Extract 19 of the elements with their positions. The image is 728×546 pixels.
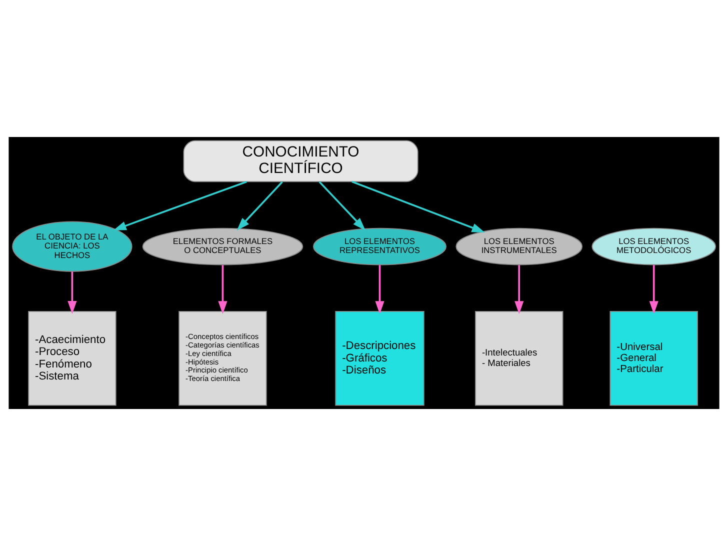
node-box: -Acaecimiento -Proceso -Fenómeno -Sistema	[28, 310, 116, 406]
arrow	[375, 265, 384, 314]
arrow	[218, 265, 228, 314]
node-box: -Conceptos científicos -Categorías científicas -Ley científica -Hipótesis -Principio científico -Teoría científica	[178, 310, 267, 406]
node-ellipse: LOS ELEMENTOS METODOLÓGICOS	[592, 228, 716, 266]
node-box: -Descripciones -Gráficos -Diseños	[335, 310, 424, 406]
arrow	[68, 272, 77, 314]
arrow	[514, 265, 524, 314]
node-ellipse: LOS ELEMENTOS INSTRUMENTALES	[456, 228, 583, 266]
arrow	[649, 265, 658, 314]
node-box: -Universal -General -Particular	[610, 310, 698, 406]
arrow	[352, 180, 485, 232]
arrow	[236, 181, 283, 231]
node-ellipse: ELEMENTOS FORMALES O CONCEPTUALES	[142, 228, 304, 266]
node-box: CONOCIMIENTO CIENTÍFICO	[183, 140, 418, 182]
arrow	[113, 180, 247, 230]
node-ellipse: LOS ELEMENTOS REPRESENTATIVOS	[313, 228, 446, 266]
node-box: -Intelectuales - Materiales	[474, 310, 564, 406]
arrow	[318, 181, 366, 231]
